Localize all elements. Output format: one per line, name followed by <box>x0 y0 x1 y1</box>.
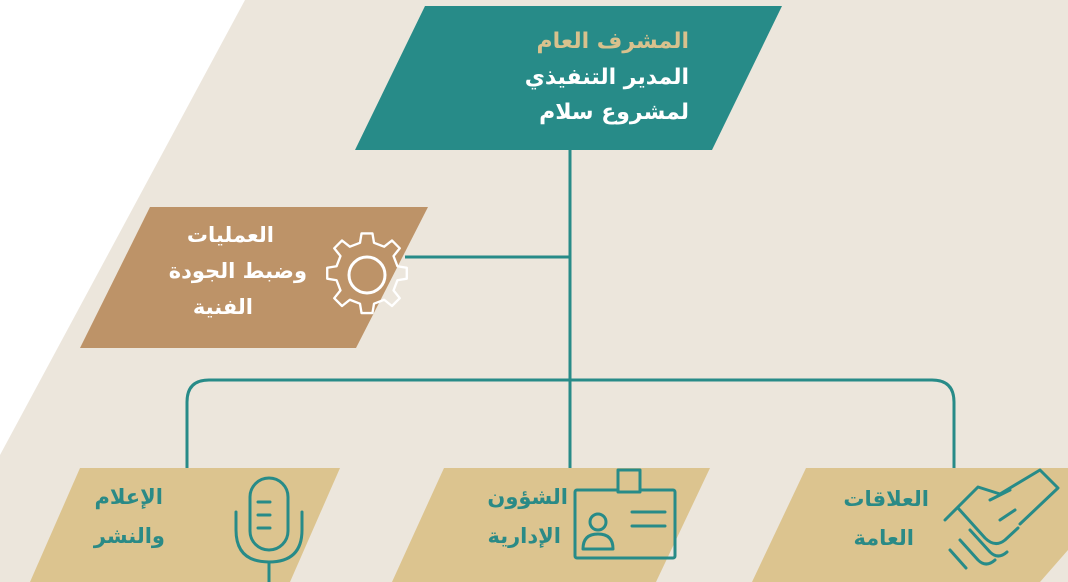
top-box <box>355 6 782 150</box>
handshake-icon <box>943 468 1060 570</box>
id-card-icon <box>573 468 677 560</box>
operations-line2: وضبط الجودة <box>168 259 307 283</box>
admin-line1: الشؤون <box>487 485 568 509</box>
media-box <box>30 468 340 582</box>
operations-line3: الفنية <box>192 295 253 319</box>
director-title-line2: لمشروع سلام <box>539 100 689 125</box>
gear-icon <box>326 232 408 315</box>
relations-line1: العلاقات <box>843 487 929 511</box>
supervisor-title: المشرف العام <box>536 29 689 54</box>
admin-line2: الإدارية <box>487 524 561 548</box>
media-line2: والنشر <box>93 524 165 548</box>
director-title-line1: المدير التنفيذي <box>524 65 689 90</box>
relations-line2: العامة <box>853 526 914 550</box>
relations-box <box>752 468 1068 582</box>
connector-lines <box>185 150 956 470</box>
admin-box <box>392 468 710 582</box>
media-line1: الإعلام <box>94 485 163 509</box>
operations-line1: العمليات <box>186 223 274 247</box>
microphone-icon <box>234 476 304 582</box>
